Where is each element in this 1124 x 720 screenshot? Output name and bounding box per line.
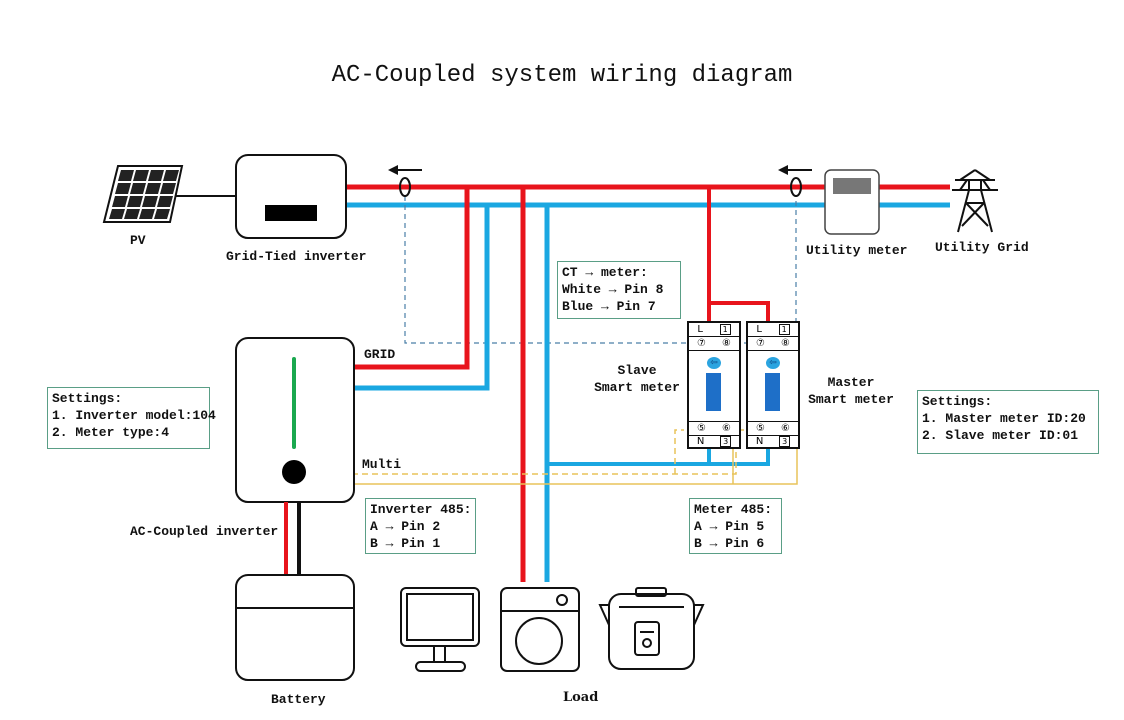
ct-terminals: ⑦ ⑧ [748, 337, 798, 351]
grid-tied-inverter-icon [235, 154, 347, 239]
inverter-settings-note: Settings: 1. Inverter model:104 2. Meter… [47, 387, 216, 449]
inverter-button [282, 460, 306, 484]
ct-terminals: ⑦ ⑧ [689, 337, 739, 351]
master-meter-label: Master Smart meter [808, 375, 894, 407]
solar-panel-icon [102, 165, 184, 223]
rs485-terminals: ⑤ ⑥ [689, 421, 739, 436]
multi-wire-label: Multi [362, 457, 402, 472]
grid-wire-label: GRID [364, 347, 396, 362]
load-label: Load [563, 690, 599, 705]
neutral-terminal: N 3 [689, 435, 739, 448]
power-tower-icon [952, 169, 998, 233]
utility-grid-label: Utility Grid [935, 240, 1029, 255]
grid-tied-inverter-label: Grid-Tied inverter [226, 249, 367, 264]
grid-live-wire [352, 187, 470, 370]
arrow-left-icon: ⇦ [766, 357, 780, 369]
slave-smart-meter: L 1 ⑦ ⑧ ⇦ ⑤ ⑥ N 3 [687, 321, 741, 449]
meter-neutral-wire [547, 447, 770, 466]
ac-coupled-inverter-label: AC-Coupled inverter [130, 524, 279, 539]
monitor-icon [400, 587, 480, 672]
ac-coupled-inverter-icon [235, 337, 355, 503]
battery-icon [235, 574, 355, 681]
live-terminal: L 1 [689, 323, 739, 337]
live-terminal: L 1 [748, 323, 798, 337]
meter-display [706, 373, 721, 411]
slave-meter-label: Slave Smart meter [594, 363, 680, 395]
master-smart-meter: L 1 ⑦ ⑧ ⇦ ⑤ ⑥ N 3 [746, 321, 800, 449]
rice-cooker-icon [598, 587, 705, 670]
grid-neutral-wire [352, 205, 490, 391]
battery-label: Battery [271, 692, 326, 707]
washing-machine-icon [500, 587, 580, 672]
inverter-485-note: Inverter 485: A → Pin 2 B → Pin 1 [365, 498, 476, 554]
ct-meter-note: CT → meter: White → Pin 8 Blue → Pin 7 [557, 261, 681, 319]
ct-wire [404, 196, 797, 344]
utility-meter-label: Utility meter [806, 243, 908, 258]
neutral-terminal: N 3 [748, 435, 798, 448]
pv-label: PV [130, 233, 146, 248]
arrow-left-icon: ⇦ [707, 357, 721, 369]
ct-clamp-inverter [388, 165, 422, 197]
ct-clamp-grid [778, 165, 812, 197]
meter-settings-note: Settings: 1. Master meter ID:20 2. Slave… [917, 390, 1099, 454]
rs485-terminals: ⑤ ⑥ [748, 421, 798, 436]
diagram-title: AC-Coupled system wiring diagram [331, 62, 793, 89]
meter-display [765, 373, 780, 411]
utility-meter-icon [824, 169, 880, 235]
meter-live-wire [707, 187, 770, 322]
meter-485-note: Meter 485: A → Pin 5 B → Pin 6 [689, 498, 782, 554]
